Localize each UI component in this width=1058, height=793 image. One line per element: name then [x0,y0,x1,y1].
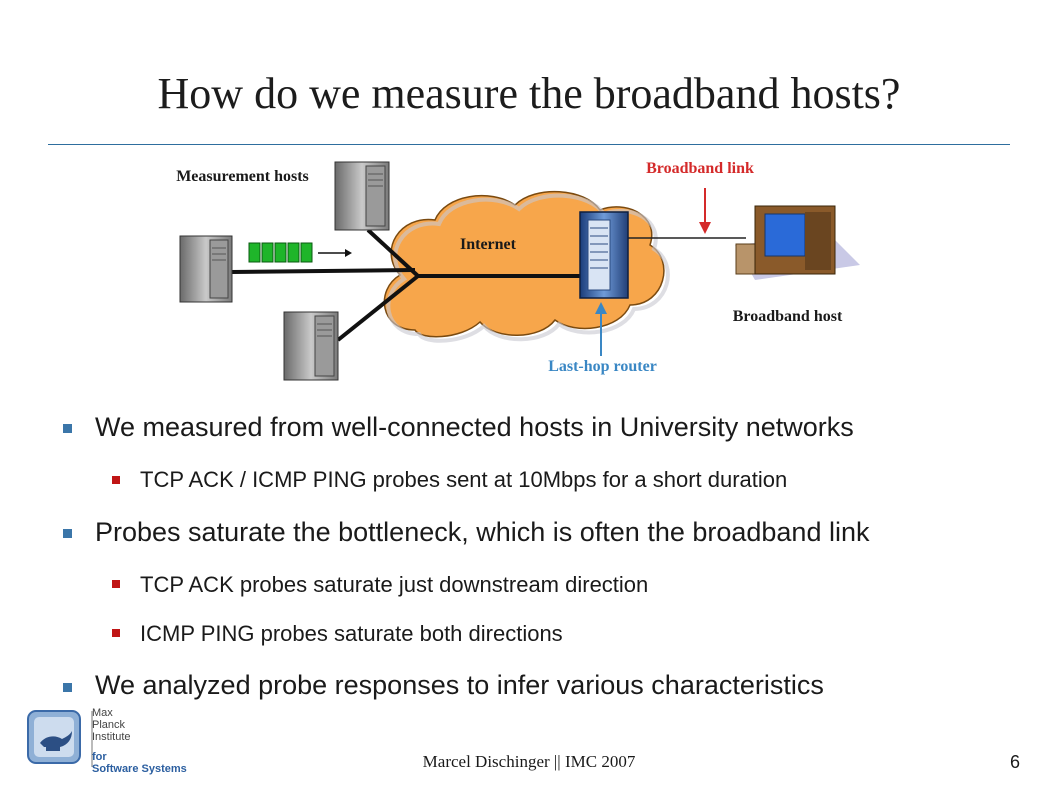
mpi-logo-icon [27,710,93,767]
slide-title: How do we measure the broadband hosts? [157,69,901,118]
diagram-svg [179,161,860,381]
sub-bullet-icon [112,476,120,484]
bullet-3: We analyzed probe responses to infer var… [95,670,824,700]
sub-bullet-icon [112,580,120,588]
bullet-icon [63,529,72,538]
bullet-1: We measured from well-connected hosts in… [95,412,854,442]
broadband-link-arrow [699,188,711,234]
broadband-host-label: Broadband host [732,308,843,325]
bullet-icon [63,683,72,692]
sub-bullet-2-2: ICMP PING probes saturate both direction… [140,621,563,646]
footer-text: Marcel Dischinger || IMC 2007 [422,752,636,771]
logo-line: Planck [92,719,126,731]
last-hop-router-label: Last-hop router [548,358,657,375]
measurement-hosts-label: Measurement hosts [176,168,309,185]
last-hop-router-arrow [595,302,607,356]
router-icon [579,211,629,299]
server-icon [179,235,233,303]
computer-icon [735,205,860,280]
logo-line: for [92,751,107,763]
network-diagram: Measurement hosts Internet Broadband lin… [0,150,1058,390]
logo-line: Max [92,707,113,719]
page-number: 6 [1010,752,1021,772]
server-icon [334,161,390,231]
title-divider [48,144,1010,145]
broadband-link-label: Broadband link [646,160,754,177]
logo-line: Institute [92,731,131,743]
mpi-logo-text: Max Planck Institute for Software System… [92,707,187,775]
logo-line: Software Systems [92,763,187,775]
bullet-icon [63,424,72,433]
sub-bullet-icon [112,629,120,637]
sub-bullet-1-1: TCP ACK / ICMP PING probes sent at 10Mbp… [140,467,788,492]
internet-label: Internet [460,236,516,253]
probe-packets [248,242,352,263]
sub-bullet-2-1: TCP ACK probes saturate just downstream … [140,572,649,597]
connection-lines [231,228,592,342]
bullet-2: Probes saturate the bottleneck, which is… [95,517,870,547]
server-icon [283,311,339,381]
